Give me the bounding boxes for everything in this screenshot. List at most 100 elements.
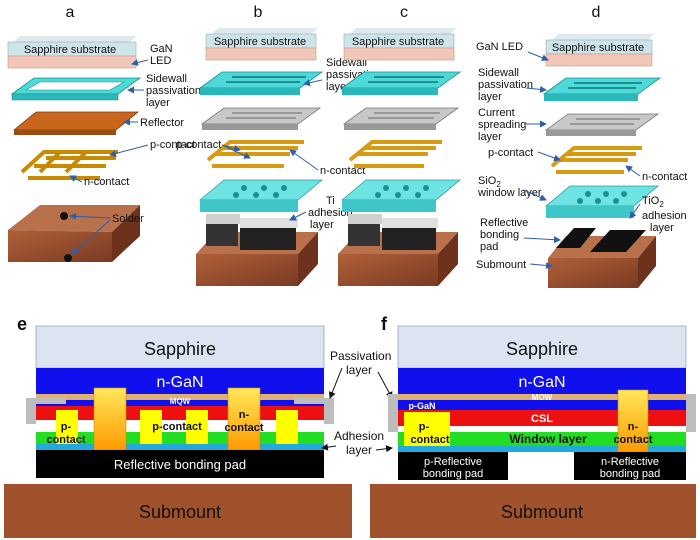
d-spreading-layer-label: layer bbox=[478, 131, 502, 143]
e-sapphire-label: Sapphire bbox=[144, 339, 216, 359]
a-layer-label: layer bbox=[146, 97, 170, 109]
b-pad-1 bbox=[206, 222, 238, 246]
b-submount bbox=[196, 214, 318, 286]
panel-f: f Sapphire n-GaN MQW p-GaN CSL Window la… bbox=[370, 314, 696, 538]
d-window-layer bbox=[544, 185, 660, 218]
d-current-label: Current bbox=[478, 107, 515, 119]
a-n-contact-label: n-contact bbox=[84, 176, 129, 188]
e-n-pillar bbox=[93, 387, 127, 451]
f-n-pad-label-1: n-Reflective bbox=[601, 456, 659, 468]
d-spreading-label: spreading bbox=[478, 119, 526, 131]
e-adhesion-layer bbox=[36, 444, 324, 450]
c-passivation bbox=[340, 71, 462, 95]
f-p-label-a: p- bbox=[419, 421, 430, 433]
c-spreading bbox=[342, 107, 460, 130]
panel-b: Sapphire substrate bbox=[196, 28, 381, 286]
f-window-layer bbox=[398, 432, 686, 446]
e-mqw-label: MQW bbox=[170, 397, 191, 406]
f-csl-label: CSL bbox=[531, 413, 553, 425]
f-submount bbox=[370, 484, 696, 538]
e-p-contact bbox=[186, 410, 208, 444]
b-arrows bbox=[289, 79, 323, 221]
e-n-pillar bbox=[227, 387, 261, 451]
passivation-label-1: Passivation bbox=[330, 349, 391, 363]
e-pad bbox=[36, 450, 324, 478]
adhesion-label-2: layer bbox=[346, 443, 372, 457]
f-n-label-a: n- bbox=[628, 421, 639, 433]
a-led-label: LED bbox=[150, 55, 171, 67]
p-contact-arrows bbox=[221, 144, 251, 159]
c-sapphire-label: Sapphire substrate bbox=[352, 36, 444, 48]
d-sidewall-label: Sidewall bbox=[478, 67, 519, 79]
b-n-contact-label: n-contact bbox=[320, 165, 365, 177]
f-passivation-right bbox=[686, 394, 696, 432]
solder-dot bbox=[64, 254, 72, 262]
panel-letter-e: e bbox=[17, 314, 27, 334]
e-passivation-right bbox=[324, 398, 334, 424]
f-sapphire-layer bbox=[397, 325, 687, 369]
d-p-contact-label: p-contact bbox=[488, 147, 533, 159]
d-adhesion-label: adhesion bbox=[642, 210, 687, 222]
e-ngan-layer bbox=[36, 368, 324, 394]
b-passivation bbox=[198, 71, 324, 95]
f-ngan-label: n-GaN bbox=[518, 374, 565, 391]
a-arrows bbox=[69, 59, 149, 255]
panel-letter-c: c bbox=[400, 4, 408, 21]
d-bonding-label: bonding bbox=[480, 229, 519, 241]
e-submount-label: Submount bbox=[139, 502, 221, 522]
e-p-label-a: p- bbox=[61, 421, 72, 433]
f-p-contact bbox=[404, 412, 450, 446]
panel-a: Sapphire substrate bbox=[7, 36, 201, 262]
d-submount bbox=[548, 228, 656, 288]
f-n-pad bbox=[574, 452, 686, 480]
e-ngan-label: n-GaN bbox=[156, 374, 203, 391]
f-mqw-label: MQW bbox=[532, 393, 553, 402]
a-passivation-label: passivation bbox=[146, 85, 201, 97]
d-spreading bbox=[544, 113, 660, 136]
c-pad-1 bbox=[348, 222, 380, 246]
f-sapphire-label: Sapphire bbox=[506, 339, 578, 359]
c-submount bbox=[338, 214, 458, 286]
f-window-label: Window layer bbox=[509, 432, 587, 446]
f-p-pad-label-1: p-Reflective bbox=[424, 456, 482, 468]
e-n-label-a: n- bbox=[239, 409, 250, 421]
d-passivation-label: passivation bbox=[478, 79, 533, 91]
c-pad-2 bbox=[382, 226, 436, 250]
f-p-pad bbox=[398, 452, 508, 480]
e-passivation-left bbox=[26, 398, 36, 424]
b-adhesion-label: adhesion bbox=[308, 207, 353, 219]
d-pad-label: pad bbox=[480, 241, 498, 253]
p-contact-label: p-contact bbox=[176, 139, 221, 151]
a-passivation-frame bbox=[10, 77, 142, 101]
f-adhesion-layer bbox=[398, 446, 686, 452]
d-sapphire-label: Sapphire substrate bbox=[552, 42, 644, 54]
d-sapphire-layer: Sapphire substrate bbox=[545, 34, 654, 67]
d-window-label: window layer bbox=[477, 187, 542, 199]
e-p-contact bbox=[56, 410, 78, 444]
solder-dot bbox=[60, 212, 68, 220]
a-p-contact-label: p-contact bbox=[150, 139, 195, 151]
panel-d: Sapphire substrate bbox=[476, 34, 687, 288]
d-sio2-label: SiO2 bbox=[478, 175, 501, 189]
panel-letter-b: b bbox=[254, 4, 263, 21]
b-adhesion-layer-label: layer bbox=[310, 219, 334, 231]
f-n-pad-label-2: bonding pad bbox=[600, 468, 661, 480]
f-passivation-left bbox=[388, 394, 398, 432]
e-pad-label: Reflective bonding pad bbox=[114, 457, 246, 472]
a-sapphire-label: Sapphire substrate bbox=[24, 44, 116, 56]
b-ti-label: Ti bbox=[326, 195, 335, 207]
f-csl-layer bbox=[398, 410, 686, 426]
a-solder-label: Solder bbox=[112, 213, 144, 225]
d-passivation bbox=[542, 77, 662, 101]
b-spreading bbox=[200, 107, 322, 130]
f-p-pad-label-2: bonding pad bbox=[423, 468, 484, 480]
c-contact-comb bbox=[348, 140, 442, 168]
c-window-layer bbox=[340, 179, 462, 212]
f-mqw-layer bbox=[398, 394, 686, 400]
a-reflector-label: Reflector bbox=[140, 117, 184, 129]
d-arrows bbox=[523, 51, 641, 269]
adhesion-label-1: Adhesion bbox=[334, 429, 384, 443]
f-pgan-label: p-GaN bbox=[409, 401, 436, 411]
d-pad-1 bbox=[556, 228, 596, 248]
